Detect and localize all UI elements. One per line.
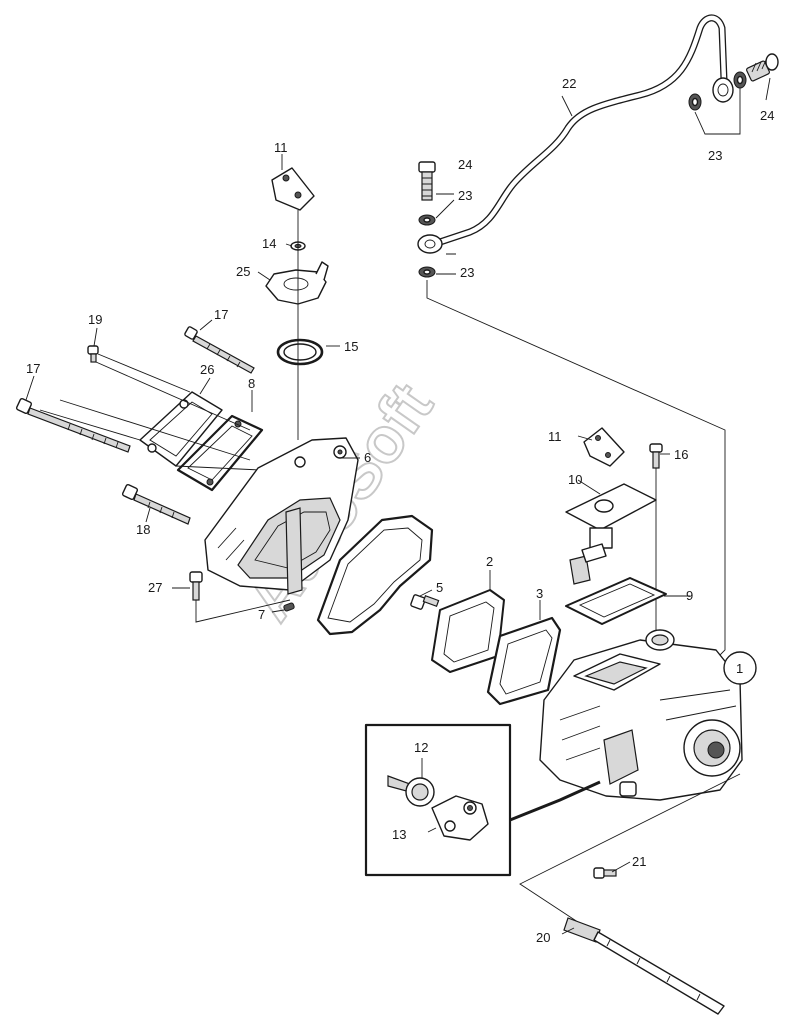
- callout-label-26: 26: [200, 362, 214, 377]
- callout-label-24-top: 24: [760, 108, 774, 123]
- inset-box: [364, 723, 512, 877]
- part-9-gasket: [565, 577, 667, 625]
- part-21-bolt: [593, 867, 617, 879]
- banjo-fitting-mid: [417, 234, 443, 254]
- callout-label-7: 7: [258, 607, 265, 622]
- part-16-bolt: [649, 443, 663, 469]
- washer-23-top-left: [688, 93, 702, 111]
- callout-label-14: 14: [262, 236, 276, 251]
- callout-label-23-low: 23: [460, 265, 474, 280]
- callout-label-17-top: 17: [214, 307, 228, 322]
- callout-label-24-mid: 24: [458, 157, 472, 172]
- callout-label-16: 16: [674, 447, 688, 462]
- part-11-clamp-top: [271, 167, 315, 211]
- callout-label-19: 19: [88, 312, 102, 327]
- part-17-bolt-left: [15, 397, 131, 453]
- part-3-gasket: [486, 616, 562, 706]
- part-10-plate: [565, 483, 657, 585]
- callout-label-9: 9: [686, 588, 693, 603]
- callout-label-17-left: 17: [26, 361, 40, 376]
- callout-label-23-top: 23: [708, 148, 722, 163]
- part-2-gasket: [431, 589, 505, 673]
- washer-23-low: [418, 266, 436, 278]
- part-26-cover-plate: [139, 391, 223, 467]
- callout-label-11-top: 11: [274, 140, 288, 155]
- callout-label-13: 13: [392, 827, 406, 842]
- callout-label-11-right: 11: [548, 429, 562, 444]
- part-27-bolt: [189, 571, 203, 601]
- part-19-bolt: [87, 345, 99, 363]
- washer-23-mid: [418, 214, 436, 226]
- part-13-housing: [431, 795, 489, 841]
- callout-label-12: 12: [414, 740, 428, 755]
- callout-label-5: 5: [436, 580, 443, 595]
- part-17-bolt-top: [184, 326, 255, 374]
- part-6-housing: [204, 437, 359, 595]
- leader-bolts-to-housing: [39, 353, 261, 471]
- callout-label-15: 15: [344, 339, 358, 354]
- part-15-o-ring: [276, 338, 324, 366]
- leader-lines: [25, 77, 771, 935]
- part-1-pump-body: [539, 629, 743, 801]
- callout-label-21: 21: [632, 854, 646, 869]
- housing-gasket: [316, 514, 434, 636]
- callout-label-23-mid: 23: [458, 188, 472, 203]
- banjo-bolt-24-mid: [418, 161, 436, 201]
- washer-23-top-right: [733, 71, 747, 89]
- part-7-pin: [283, 602, 295, 612]
- part-20-shaft: [563, 917, 725, 1015]
- callout-label-8: 8: [248, 376, 255, 391]
- part-8-gasket: [176, 414, 264, 492]
- fuel-pipe-22: [436, 14, 728, 246]
- banjo-bolt-24-top: [746, 53, 779, 82]
- part-18-bolt: [121, 483, 191, 525]
- part-12-valve: [387, 775, 435, 807]
- callout-label-2: 2: [486, 554, 493, 569]
- callout-label-6: 6: [364, 450, 371, 465]
- callout-label-27: 27: [148, 580, 162, 595]
- part-5-bolt: [410, 594, 440, 610]
- leader-banjo-to-pump: [426, 280, 726, 661]
- callout-label-3: 3: [536, 586, 543, 601]
- callout-label-22: 22: [562, 76, 576, 91]
- callout-circle-1: [723, 651, 757, 685]
- leader-pump-to-21: [519, 773, 741, 931]
- callout-label-20: 20: [536, 930, 550, 945]
- callout-label-25: 25: [236, 264, 250, 279]
- leader-inset-to-pump: [509, 780, 601, 822]
- part-25-bracket: [265, 261, 329, 305]
- part-11-clamp-right: [583, 427, 625, 467]
- callout-label-10: 10: [568, 472, 582, 487]
- callout-label-18: 18: [136, 522, 150, 537]
- leader-27-7: [195, 599, 291, 623]
- banjo-fitting-top: [712, 77, 734, 103]
- callout-label-1: 1: [736, 661, 743, 676]
